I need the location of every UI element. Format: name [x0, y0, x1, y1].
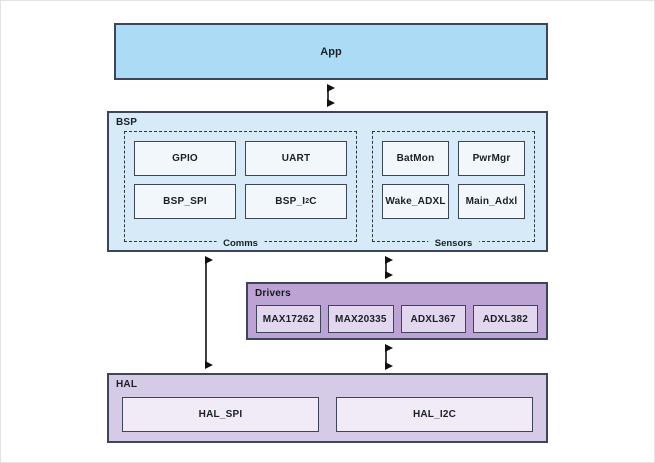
block-bsp-i2c-text: BSP_I — [275, 196, 306, 207]
block-max20335[interactable]: MAX20335 — [328, 305, 394, 333]
connector-drivers-to-hal — [385, 344, 393, 370]
block-adxl367[interactable]: ADXL367 — [400, 305, 466, 333]
app-layer-title: App — [320, 45, 342, 58]
connector-app-to-bsp — [327, 84, 335, 107]
block-wake-adxl[interactable]: Wake_ADXL — [382, 184, 449, 219]
hal-layer-box: HAL HAL_SPI HAL_I2C — [107, 373, 548, 443]
connector-bsp-to-drivers — [385, 256, 393, 279]
block-hal-spi[interactable]: HAL_SPI — [122, 397, 319, 432]
block-gpio[interactable]: GPIO — [134, 141, 236, 176]
block-bsp-spi[interactable]: BSP_SPI — [134, 184, 236, 219]
block-batmon[interactable]: BatMon — [382, 141, 449, 176]
block-main-adxl[interactable]: Main_Adxl — [458, 184, 525, 219]
block-pwrmgr[interactable]: PwrMgr — [458, 141, 525, 176]
drivers-layer-box: Drivers MAX17262 MAX20335 ADXL367 ADXL38… — [246, 282, 548, 340]
block-uart[interactable]: UART — [245, 141, 347, 176]
bsp-layer-label: BSP — [116, 117, 138, 128]
sensors-group-label: Sensors — [427, 238, 480, 249]
hal-layer-label: HAL — [116, 379, 138, 390]
block-max17262[interactable]: MAX17262 — [256, 305, 322, 333]
block-hal-i2c[interactable]: HAL_I2C — [336, 397, 533, 432]
comms-group-label: Comms — [216, 238, 265, 249]
drivers-layer-label: Drivers — [255, 288, 291, 299]
connector-bsp-to-hal — [205, 256, 213, 369]
app-layer-box: App — [114, 23, 548, 80]
drivers-block-row: MAX17262 MAX20335 ADXL367 ADXL382 — [256, 305, 538, 333]
bsp-group-sensors: BatMon PwrMgr Wake_ADXL Main_Adxl Sensor… — [372, 131, 535, 249]
block-bsp-i2c-tail: C — [309, 196, 317, 207]
block-adxl382[interactable]: ADXL382 — [472, 305, 538, 333]
hal-block-row: HAL_SPI HAL_I2C — [122, 397, 533, 432]
sensors-block-grid: BatMon PwrMgr Wake_ADXL Main_Adxl — [382, 141, 525, 219]
